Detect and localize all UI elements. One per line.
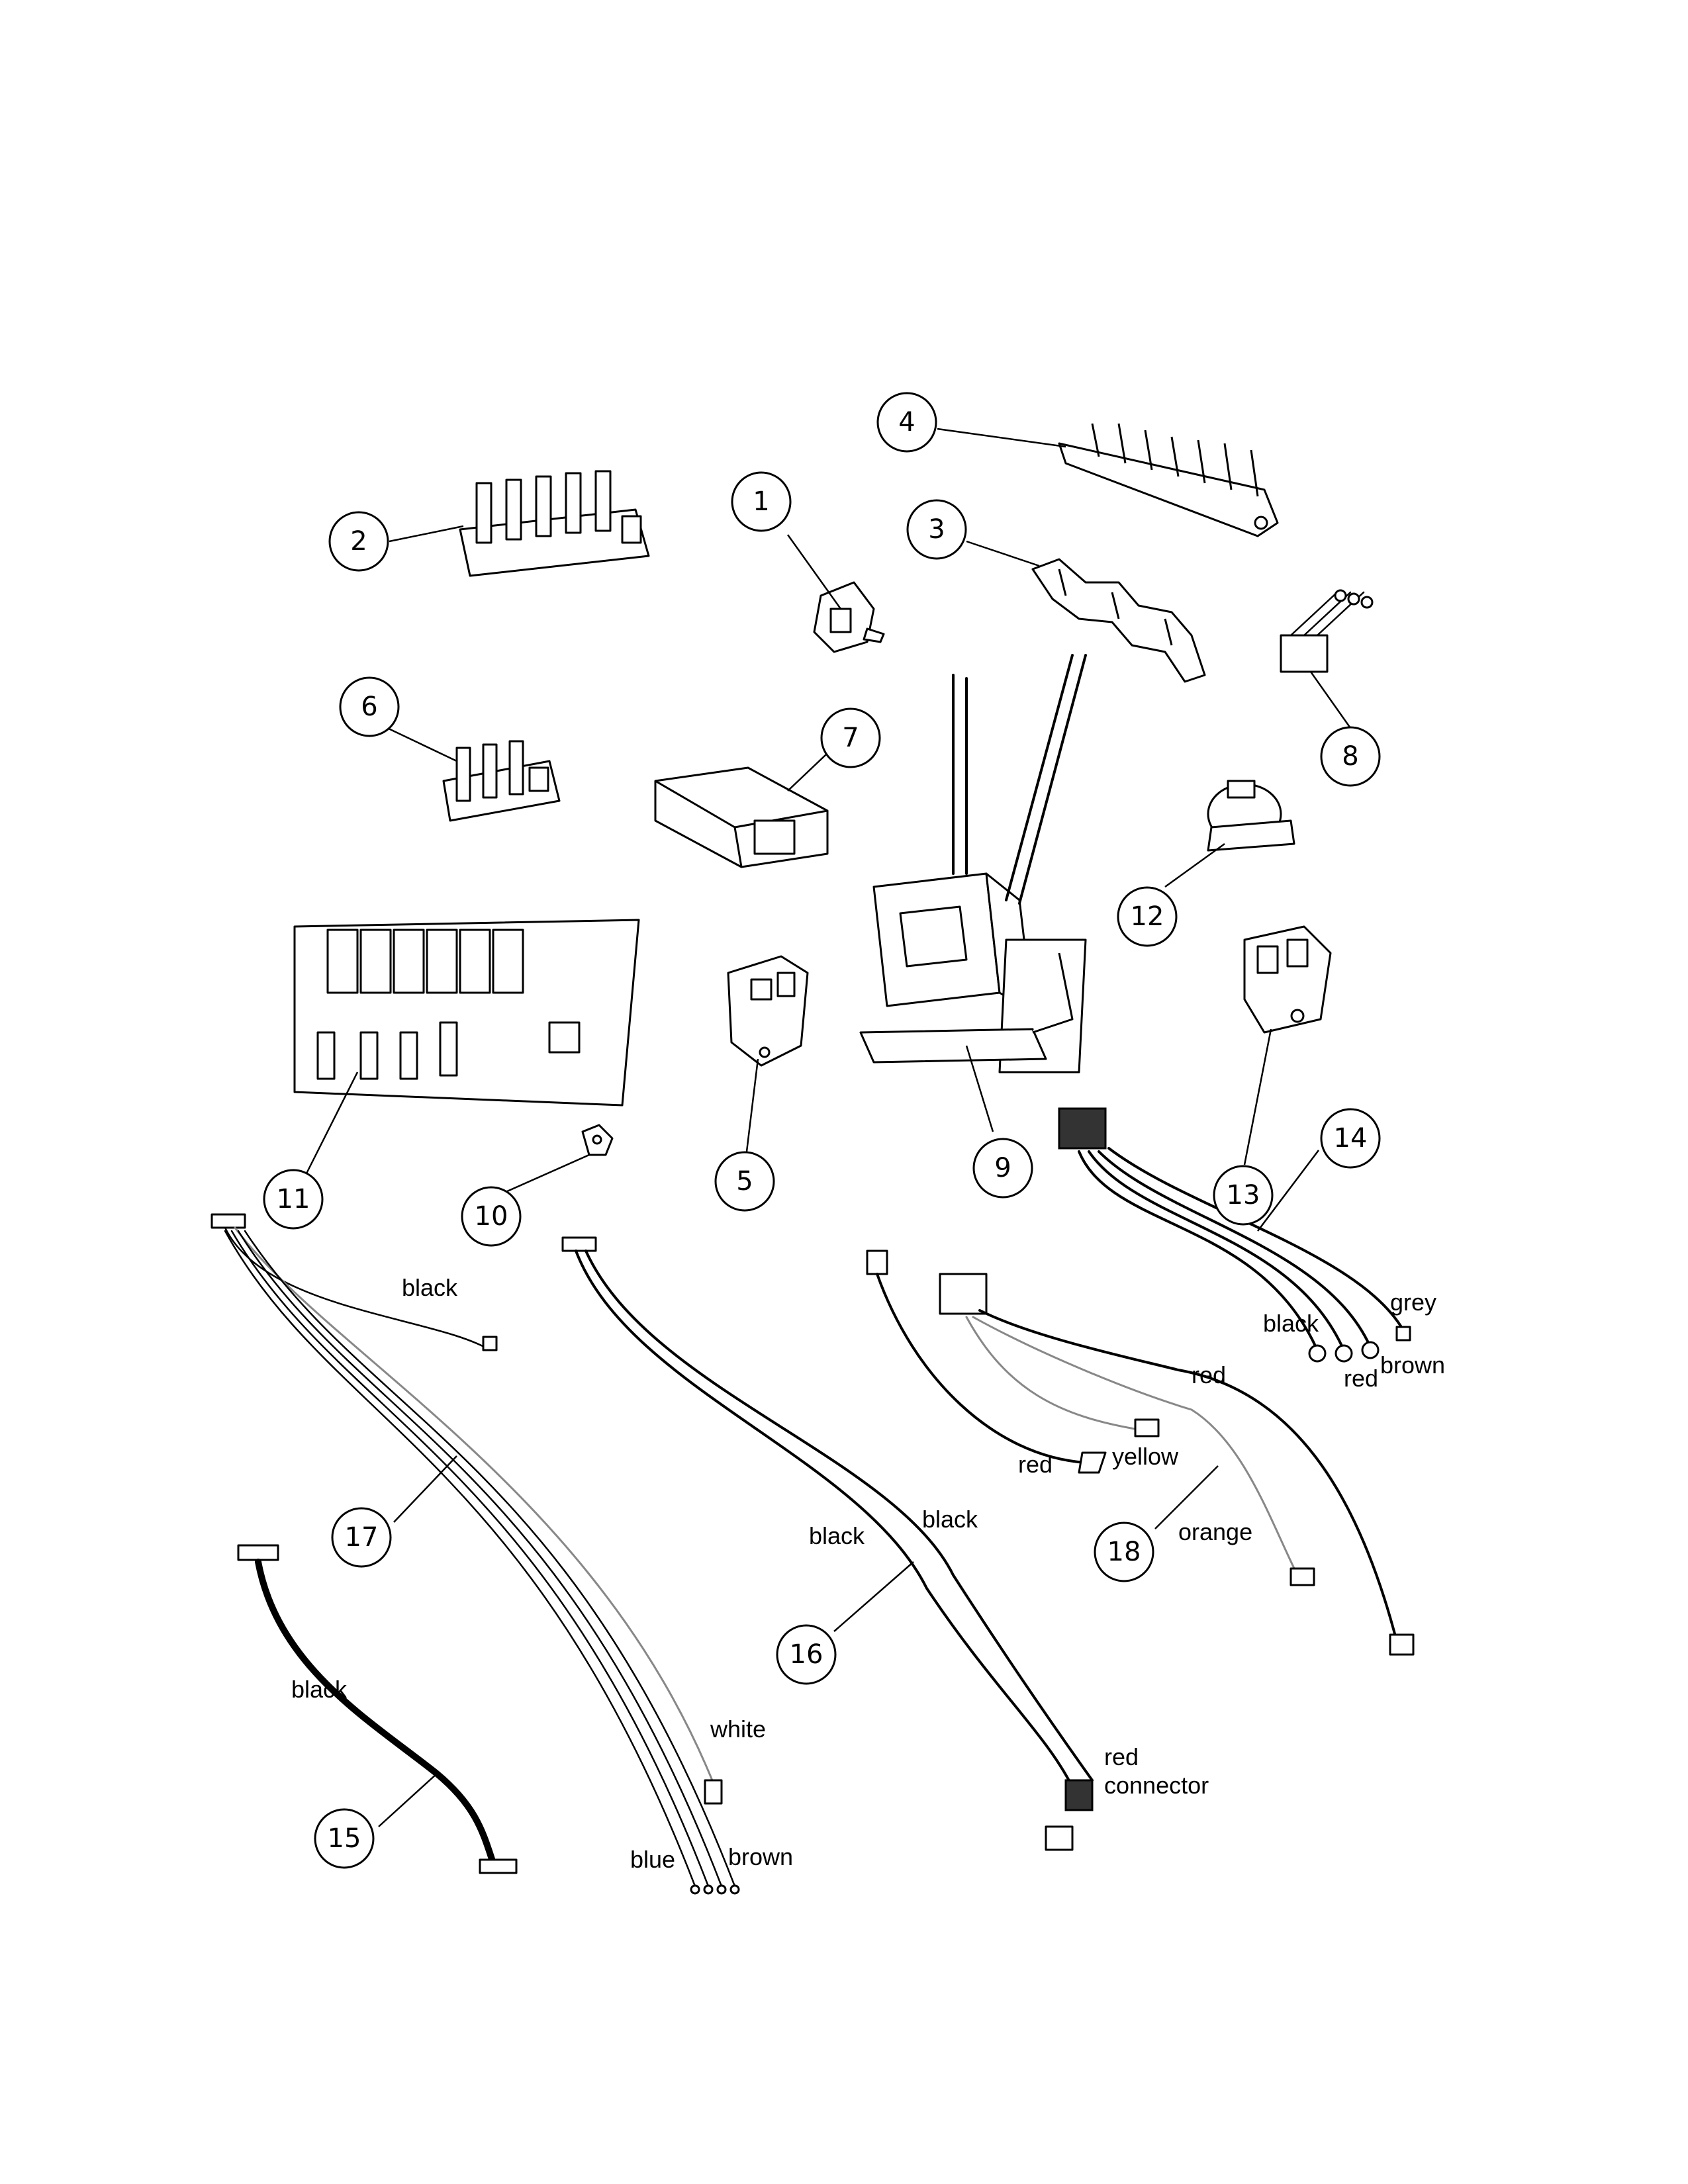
svg-text:17: 17	[345, 1522, 379, 1553]
relay-row	[326, 929, 524, 994]
label-w15-black: black	[291, 1676, 348, 1703]
svg-text:7: 7	[842, 723, 859, 753]
callout-12: 12	[1117, 886, 1178, 947]
svg-text:16: 16	[790, 1639, 823, 1670]
callout-3: 3	[906, 499, 967, 560]
label-w18-yellow: yellow	[1112, 1443, 1179, 1470]
label-w14-black: black	[1263, 1310, 1319, 1337]
wire-harness-16	[561, 1236, 1094, 1851]
callout-7: 7	[820, 707, 881, 768]
callout-1: 1	[731, 471, 792, 532]
wire-harness-15	[237, 1544, 518, 1874]
svg-text:15: 15	[328, 1823, 361, 1854]
part-10-clip	[581, 1124, 614, 1156]
label-w14-grey: grey	[1390, 1289, 1436, 1316]
callout-4: 4	[876, 392, 937, 453]
leader-lines	[305, 428, 1352, 1827]
callout-18: 18	[1094, 1522, 1154, 1582]
svg-text:8: 8	[1342, 741, 1358, 772]
part-5-relay	[727, 955, 809, 1067]
svg-text:9: 9	[994, 1153, 1011, 1183]
label-w17-blue: blue	[630, 1846, 675, 1873]
callout-5: 5	[714, 1151, 775, 1212]
part-7-box	[654, 766, 829, 868]
label-w18-orange: orange	[1178, 1518, 1252, 1545]
label-w16-red: red	[1104, 1743, 1139, 1770]
wire-labels: black grey red brown black black black r…	[291, 1274, 1445, 1873]
part-4-terminal-strip	[1058, 423, 1279, 537]
svg-text:6: 6	[361, 692, 377, 722]
label-w16-black-b: black	[922, 1506, 978, 1533]
part-9-transformer	[859, 654, 1087, 1073]
part-11-control-board	[293, 919, 640, 1107]
callout-8: 8	[1320, 726, 1381, 787]
callout-16: 16	[776, 1624, 837, 1685]
label-w17-brown: brown	[728, 1843, 793, 1870]
callout-6: 6	[339, 676, 400, 737]
part-12-thermostat	[1207, 780, 1295, 852]
callout-11: 11	[263, 1169, 324, 1230]
wire-harness-18	[866, 1250, 1415, 1656]
svg-text:3: 3	[928, 514, 945, 545]
label-w16-connector: connector	[1104, 1772, 1209, 1799]
part-13-switch	[1243, 925, 1332, 1034]
label-w16-black-a: black	[809, 1522, 865, 1549]
label-w18-red-b: red	[1018, 1451, 1053, 1478]
svg-text:2: 2	[350, 526, 367, 557]
svg-text:4: 4	[898, 407, 915, 437]
svg-text:13: 13	[1227, 1180, 1260, 1210]
label-w14-brown: brown	[1380, 1351, 1445, 1379]
callout-10: 10	[461, 1186, 522, 1247]
svg-text:18: 18	[1107, 1537, 1141, 1567]
svg-text:11: 11	[277, 1184, 310, 1214]
svg-text:1: 1	[753, 486, 769, 517]
callout-15: 15	[314, 1808, 375, 1869]
callout-14: 14	[1320, 1108, 1381, 1169]
label-w18-red-a: red	[1192, 1361, 1226, 1388]
label-w17-white: white	[710, 1715, 766, 1743]
part-2-terminal-block	[459, 470, 650, 577]
svg-text:5: 5	[736, 1166, 753, 1197]
label-w14-red: red	[1344, 1365, 1378, 1392]
part-6-terminal-block	[442, 740, 561, 822]
label-w17-black: black	[402, 1274, 458, 1301]
callout-9: 9	[972, 1138, 1033, 1199]
part-8-component	[1280, 589, 1374, 673]
callout-2: 2	[328, 511, 389, 572]
wire-harness-14	[1058, 1107, 1411, 1363]
callout-17: 17	[331, 1507, 392, 1568]
svg-text:14: 14	[1334, 1123, 1368, 1154]
part-3-bracket	[1031, 558, 1206, 683]
svg-text:12: 12	[1131, 901, 1164, 932]
part-1-switch	[813, 581, 885, 653]
wire-harness-17	[211, 1213, 740, 1895]
callout-13: 13	[1213, 1165, 1274, 1226]
svg-text:10: 10	[475, 1201, 508, 1232]
